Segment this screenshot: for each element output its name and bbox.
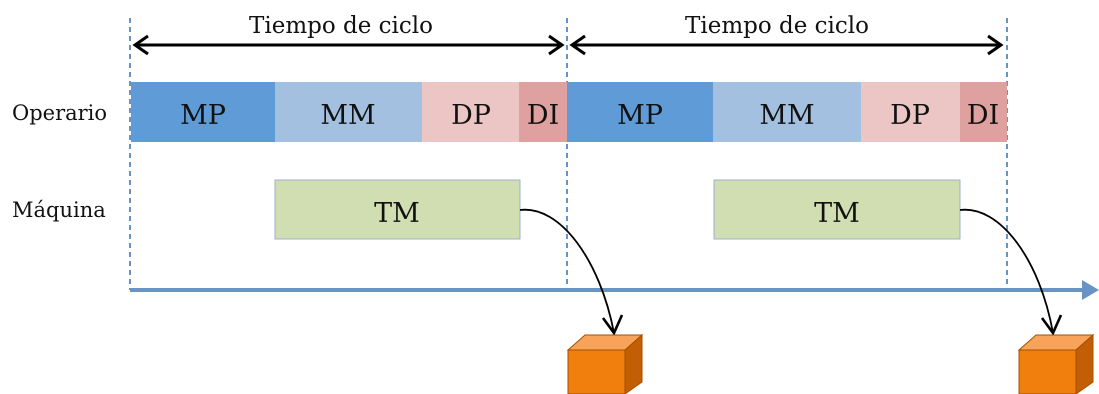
svg-text:TM: TM — [374, 198, 420, 229]
part-box-icon — [566, 333, 644, 394]
machine-segment-tm: TM — [274, 179, 521, 240]
svg-text:MM: MM — [320, 100, 375, 131]
cycle-label-1: Tiempo de ciclo — [249, 13, 433, 39]
svg-text:DP: DP — [890, 100, 930, 131]
svg-text:MP: MP — [617, 100, 663, 131]
operator-segment-mp: MP — [131, 82, 275, 142]
machine-row: TM TM — [274, 179, 961, 240]
operator-segment-mm: MM — [713, 82, 861, 142]
operator-segment-dp: DP — [422, 82, 519, 142]
machine-segment-tm: TM — [713, 179, 961, 240]
output-arrow-2 — [959, 208, 1063, 336]
svg-text:DI: DI — [967, 100, 999, 131]
output-arrow-1 — [519, 208, 624, 336]
operator-row: MP MM DP DI MP MM DP DI — [131, 82, 1007, 142]
cycle-arrow-1 — [132, 34, 565, 56]
cycle-label-2: Tiempo de ciclo — [685, 13, 869, 39]
svg-text:MM: MM — [759, 100, 814, 131]
operator-segment-di: DI — [960, 82, 1007, 142]
operator-segment-mm: MM — [275, 82, 422, 142]
svg-text:MP: MP — [180, 100, 226, 131]
operator-segment-mp: MP — [567, 82, 713, 142]
timeline-axis — [130, 280, 1099, 300]
operator-segment-di: DI — [519, 82, 567, 142]
cycle-arrow-2 — [569, 34, 1004, 56]
part-box-icon — [1017, 333, 1095, 394]
svg-text:DP: DP — [451, 100, 491, 131]
svg-text:DI: DI — [527, 100, 559, 131]
row-label-machine: Máquina — [12, 198, 106, 222]
svg-text:TM: TM — [814, 198, 860, 229]
row-label-operator: Operario — [12, 101, 107, 125]
operator-segment-dp: DP — [861, 82, 960, 142]
